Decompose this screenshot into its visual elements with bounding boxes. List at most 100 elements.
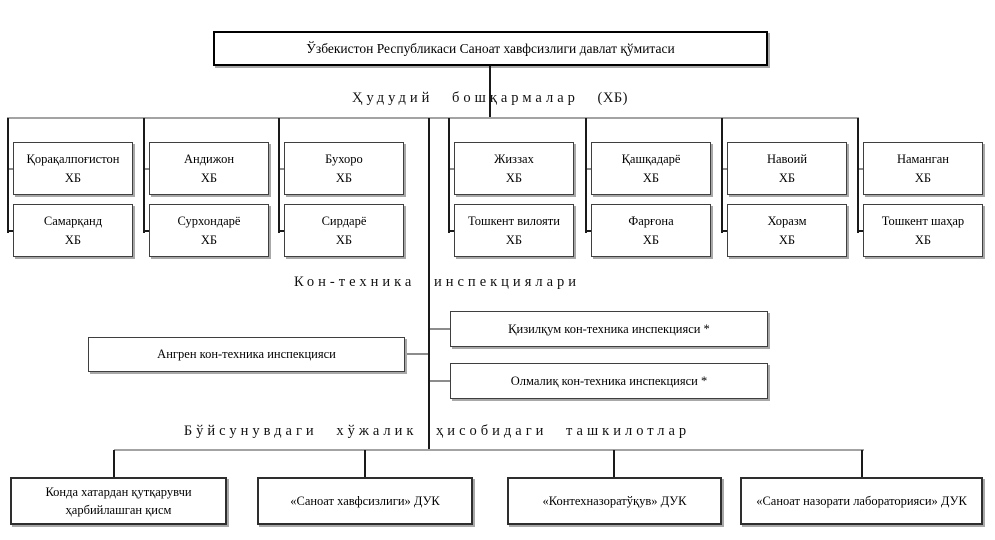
org-name-line: «Саноат хавфсизлиги» ДУК — [290, 493, 440, 508]
committee-title: Ўзбекистон Республикаси Саноат хавфсизли… — [306, 40, 675, 56]
connector-stub — [9, 230, 14, 232]
region-hb-label: ХБ — [914, 170, 932, 185]
region-box: Навоий ХБ — [727, 142, 847, 195]
inspection-name: Олмалиқ кон-техника инспекцияси * — [510, 373, 708, 388]
region-box: Қашқадарё ХБ — [591, 142, 711, 195]
territorial-heading-text: Ҳудудий бошқармалар — [351, 90, 579, 106]
region-hb-label: ХБ — [642, 232, 660, 247]
org-box-rescue-unit: Конда хатардан қутқарувчи ҳарбийлашган қ… — [10, 477, 227, 525]
connector-drop — [364, 450, 366, 477]
region-name: Тошкент вилояти — [468, 214, 560, 229]
region-name: Қорақалпоғистон — [26, 152, 120, 167]
region-name: Навоий — [766, 152, 808, 167]
region-hb-label: ХБ — [778, 232, 796, 247]
connector-drop — [861, 450, 863, 477]
region-hb-label: ХБ — [505, 232, 523, 247]
region-box: Қорақалпоғистон ХБ — [13, 142, 133, 195]
region-hb-label: ХБ — [200, 232, 218, 247]
region-group: Андижон ХБ Сурхондарё ХБ — [143, 117, 270, 259]
organizations-heading-text: Бўйсунувдаги хўжалик ҳисобидаги ташкилот… — [183, 423, 691, 439]
region-name: Андижон — [183, 152, 235, 167]
territorial-heading: Ҳудудий бошқармалар (ХБ) — [90, 90, 890, 107]
connector-stub — [9, 168, 14, 170]
region-name: Сурхондарё — [177, 214, 241, 229]
connector-stub — [280, 168, 285, 170]
region-hb-label: ХБ — [505, 170, 523, 185]
inspection-box-qizilqum: Қизилқум кон-техника инспекцияси * — [450, 311, 768, 347]
region-group: Жиззах ХБ Тошкент вилояти ХБ — [448, 117, 575, 259]
inspections-heading: Кон-техника инспекциялари — [137, 274, 737, 291]
region-box: Наманган ХБ — [863, 142, 983, 195]
region-box: Бухоро ХБ — [284, 142, 404, 195]
connector-spine — [278, 118, 280, 233]
org-name-line: Конда хатардан қутқарувчи — [45, 484, 192, 499]
org-name-line: ҳарбийлашган қисм — [65, 503, 172, 517]
connector-territorial-rail — [7, 117, 859, 119]
region-name: Хоразм — [767, 214, 807, 229]
connector-drop — [613, 450, 615, 477]
org-box-kontexnazoratoquv: «Контехназоратўқув» ДУК — [507, 477, 722, 525]
region-box: Жиззах ХБ — [454, 142, 574, 195]
connector-stub — [723, 230, 728, 232]
connector-drop — [113, 450, 115, 477]
region-group: Қорақалпоғистон ХБ Самарқанд ХБ — [7, 117, 134, 259]
region-group: Бухоро ХБ Сирдарё ХБ — [278, 117, 405, 259]
connector-spine — [585, 118, 587, 233]
region-group: Қашқадарё ХБ Фарғона ХБ — [585, 117, 712, 259]
connector-topbox-drop — [489, 66, 491, 118]
region-hb-label: ХБ — [335, 232, 353, 247]
region-name: Тошкент шаҳар — [881, 214, 965, 229]
connector-stub-olmaliq — [430, 380, 450, 382]
territorial-heading-abbr: (ХБ) — [597, 90, 628, 106]
region-box: Тошкент шаҳар ХБ — [863, 204, 983, 257]
region-box: Фарғона ХБ — [591, 204, 711, 257]
region-box: Сирдарё ХБ — [284, 204, 404, 257]
inspection-box-olmaliq: Олмалиқ кон-техника инспекцияси * — [450, 363, 768, 399]
connector-stub — [450, 168, 455, 170]
org-box-nazorat-laboratoriyasi: «Саноат назорати лабораторияси» ДУК — [740, 477, 983, 525]
organizations-heading: Бўйсунувдаги хўжалик ҳисобидаги ташкилот… — [37, 423, 837, 440]
connector-stub — [587, 230, 592, 232]
region-box: Сурхондарё ХБ — [149, 204, 269, 257]
inspection-name: Ангрен кон-техника инспекцияси — [157, 347, 336, 362]
inspections-heading-text: Кон-техника инспекциялари — [293, 274, 581, 290]
connector-stub — [859, 168, 864, 170]
region-name: Бухоро — [325, 152, 363, 167]
region-hb-label: ХБ — [778, 170, 796, 185]
connector-spine — [143, 118, 145, 233]
region-box: Андижон ХБ — [149, 142, 269, 195]
region-hb-label: ХБ — [642, 170, 660, 185]
region-group: Наманган ХБ Тошкент шаҳар ХБ — [857, 117, 984, 259]
connector-stub — [587, 168, 592, 170]
connector-stub — [450, 230, 455, 232]
region-hb-label: ХБ — [200, 170, 218, 185]
org-box-sanoat-xavfsizligi: «Саноат хавфсизлиги» ДУК — [257, 477, 473, 525]
region-hb-label: ХБ — [64, 232, 82, 247]
connector-stub-angren — [405, 353, 428, 355]
region-box: Тошкент вилояти ХБ — [454, 204, 574, 257]
connector-stub — [280, 230, 285, 232]
region-hb-label: ХБ — [335, 170, 353, 185]
connector-stub — [859, 230, 864, 232]
region-name: Сирдарё — [321, 214, 367, 229]
connector-stub-qizilqum — [430, 328, 450, 330]
region-box: Самарқанд ХБ — [13, 204, 133, 257]
inspection-box-angren: Ангрен кон-техника инспекцияси — [88, 337, 405, 372]
region-name: Жиззах — [494, 152, 534, 167]
connector-spine — [721, 118, 723, 233]
region-hb-label: ХБ — [914, 232, 932, 247]
connector-stub — [145, 230, 150, 232]
region-name: Қашқадарё — [621, 152, 681, 167]
region-hb-label: ХБ — [64, 170, 82, 185]
connector-spine — [7, 118, 9, 233]
region-name: Наманган — [896, 152, 949, 167]
inspection-name: Қизилқум кон-техника инспекцияси * — [508, 321, 710, 336]
committee-box: Ўзбекистон Республикаси Саноат хавфсизли… — [213, 31, 768, 66]
connector-spine — [857, 118, 859, 233]
connector-stub — [723, 168, 728, 170]
org-name-line: «Контехназоратўқув» ДУК — [542, 493, 687, 508]
region-name: Фарғона — [628, 214, 674, 229]
connector-central-spine — [428, 118, 430, 451]
region-name: Самарқанд — [43, 214, 103, 229]
